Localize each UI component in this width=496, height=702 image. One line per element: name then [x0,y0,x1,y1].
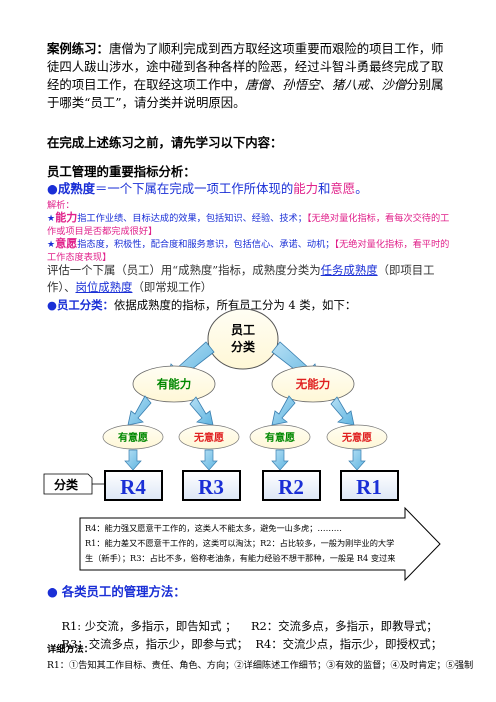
prompt-line: 在完成上述练习之前，请先学习以下内容： [47,134,452,152]
arrow-noability-willing [271,395,296,426]
arrow-line-1: R4：能力强又愿意干工作的，这类人不能太多，避免一山多虎；……… [85,523,342,533]
maturity-end: 。 [355,181,368,196]
classification-line: ●员工分类：依据成熟度的指标，所有员工分为 4 类，如下： [47,297,452,314]
box-r4: R4 [104,470,163,501]
maturity-def-pre: ＝一个下属在完成一项工作所体现的 [94,181,294,196]
case-names: 唐僧、孙悟空、猪八戒、沙僧 [245,77,407,92]
root-node: 员工 分类 [207,308,279,370]
will-explanation: ★意愿指态度，积极性，配合度和服务意识，包括信心、承诺、动机；【无绝对量化指标，… [47,237,452,264]
leaf-label: 无意愿 [193,431,224,444]
leaf-unwilling-2: 无意愿 [326,424,388,450]
will-term: 意愿 [55,237,78,250]
section2-line2: R3：交流多点，指示少，即参与式； R4：交流少点，指示少，即授权式； [47,619,452,670]
box-r2: R2 [262,470,321,501]
ability-text: 指工作业绩、目标达成的效果，包括知识、经验、技术； [77,213,307,224]
maturity-term: 成熟度 [57,181,95,196]
r-boxes: R4 R3 R2 R1 [104,470,399,501]
level2-arrows [127,395,355,426]
box-label: R2 [278,475,304,499]
node-no-ability: 无能力 [271,365,355,403]
leaf-label: 无意愿 [341,431,372,444]
ability-explanation: ★能力指工作业绩、目标达成的效果，包括知识、经验、技术；【无绝对量化指标，看每次… [47,211,452,238]
section2-line1-text: R1: 少交流，多指示，即告知式 ； R2：交流多点，多指示，即教导式； [61,619,438,633]
box-label: R3 [198,475,224,499]
arrow-ability-willing [127,395,152,426]
explain-label-text: 解析： [47,200,75,211]
node-has-ability: 有能力 [132,365,216,403]
leaf-nodes: 有意愿 无意愿 有意愿 无意愿 [102,424,388,450]
arrow-line-3: 生（新手）；R3：占比不多，俗称老油条，有能力经验不想干那种，一般是 R4 变过… [85,553,395,563]
section2-title-text: 各类员工的管理方法： [61,584,186,599]
box-r3: R3 [182,470,241,501]
ability-star: ★ [47,213,56,224]
section1-title: 员工管理的重要指标分析： [47,163,452,181]
explain-label: 解析： [47,199,452,212]
leaf-label: 有意愿 [265,431,295,444]
root-label-line1: 员工 [231,323,255,337]
maturity-bullet: ● [47,181,58,196]
class-title: 员工分类： [56,298,114,312]
box-label: R4 [120,475,146,499]
maturity-will: 意愿 [330,181,356,196]
has-ability-label: 有能力 [157,377,192,391]
section2-line1: R1: 少交流，多指示，即告知式 ； R2：交流多点，多指示，即教导式； [47,601,452,652]
will-text: 指态度，积极性，配合度和服务意识，包括信心、承诺、动机； [77,239,335,250]
arrow-line-2: R1：能力差又不愿意干工作的，这类可以淘汰；R2：占比较多，一般为刚毕业的大学 [85,538,394,548]
section1-title-text: 员工管理的重要指标分析： [47,164,196,179]
no-ability-label: 无能力 [295,377,331,391]
case-paragraph: 案例练习：唐僧为了顺利完成到西方取经这项重要而艰险的项目工作，师徒四人跋山涉水，… [47,40,452,112]
leaf-willing-2: 有意愿 [249,424,311,450]
ability-note: 【无绝对量化指标，看每次交待的工作或项目是否都完成很好】 [47,213,450,237]
maturity-ability: 能力 [293,181,319,196]
box-label: R1 [356,475,382,499]
detail-title: 详细方法： [47,643,452,656]
detail-line-text: R1：①告知其工作目标、责任、角色、方向；②详细陈述工作细节；③有效的监督；④及… [47,660,474,671]
section2-title: ● 各类员工的管理方法： [47,583,452,601]
case-body-post: 分别属于哪类“员工”，请分类并说明原因。 [47,77,444,110]
case-title: 案例练习： [47,41,109,56]
case-body-pre: 唐僧为了顺利完成到西方取经这项重要而艰险的项目工作，师徒四人跋山涉水，途中碰到各… [47,41,444,92]
section2-bullet: ● [47,584,58,599]
will-star: ★ [47,239,56,250]
will-note: 【无绝对量化指标，看平时的工作态度表现】 [47,239,450,263]
eval-mid: （即项目工作）、 [47,263,435,294]
description-arrow: R4：能力强又愿意干工作的，这类人不能太多，避免一山多虎；……… R1：能力差又… [79,506,441,582]
arrow-noability-unwilling [330,396,355,426]
detail-title-text: 详细方法： [47,644,93,655]
eval-end: （即常规工作） [132,280,213,294]
section2-line2-text: R3：交流多点，指示少，即参与式； R4：交流少点，指示少，即授权式； [61,637,443,651]
eval-pre: 评估一个下属（员工）用“成熟度”指标，成熟度分类为 [47,263,321,277]
class-bullet: ● [47,298,57,312]
maturity-definition: ●成熟度＝一个下属在完成一项工作所体现的能力和意愿。 [47,180,452,198]
eval-task: 任务成熟度 [320,263,378,277]
classify-label: 分类 [54,477,79,492]
maturity-and: 和 [318,181,331,196]
prompt-text: 在完成上述练习之前，请先学习以下内容： [47,135,283,150]
arrow-ability-unwilling [189,396,214,426]
leaf-unwilling-1: 无意愿 [178,424,240,450]
leaf-down-arrows [124,449,366,471]
class-text: 依据成熟度的指标，所有员工分为 4 类，如下： [113,298,357,312]
box-r1: R1 [340,470,399,501]
root-label-line2: 分类 [231,339,256,354]
leaf-label: 有意愿 [118,431,148,444]
eval-post: 岗位成熟度 [75,280,133,294]
classify-label-box: 分类 [43,473,104,495]
leaf-willing-1: 有意愿 [102,424,164,450]
detail-line: R1：①告知其工作目标、责任、角色、方向；②详细陈述工作细节；③有效的监督；④及… [47,659,473,672]
evaluation-paragraph: 评估一个下属（员工）用“成熟度”指标，成熟度分类为任务成熟度（即项目工作）、岗位… [47,262,452,296]
ability-term: 能力 [55,211,78,224]
